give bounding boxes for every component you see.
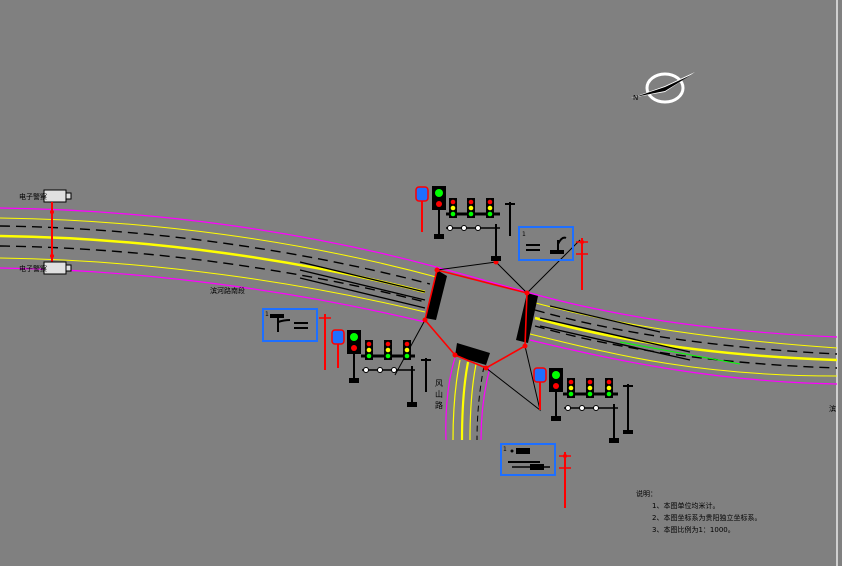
- sign-pole-se: [559, 452, 571, 508]
- yellow-edge-nw: [0, 217, 441, 279]
- camera-label-north: 电子警察: [19, 193, 47, 201]
- camera-south: [43, 254, 72, 275]
- crosswalk-east: [516, 293, 538, 343]
- node: [452, 352, 458, 358]
- guide-line-6: [549, 305, 661, 333]
- yellow-edge-se: [529, 333, 838, 377]
- node: [434, 267, 440, 273]
- lane-sign-frame-west: [262, 308, 318, 342]
- guide-line-4: [539, 317, 691, 353]
- cross-road-center: [460, 361, 470, 441]
- cross-road-edge-east: [480, 367, 491, 441]
- svg-text:1: 1: [503, 446, 507, 453]
- traffic-light-icon: [567, 378, 575, 398]
- center-line-east: [534, 316, 838, 362]
- lane-sign-frame-east: [518, 226, 574, 261]
- cross-road: [445, 357, 491, 441]
- camera-north: [43, 189, 72, 262]
- cross-road-edge-west: [445, 357, 456, 441]
- guide-line-3: [299, 277, 426, 309]
- main-road: [0, 207, 838, 385]
- svg-text:N: N: [633, 94, 638, 102]
- road-edge-north: [0, 207, 838, 338]
- lane-sign-west: 1: [265, 311, 308, 332]
- traffic-light-icon: [384, 340, 392, 360]
- node: [483, 365, 489, 371]
- lane-line-w2: [0, 245, 426, 303]
- notes-title: 说明：: [636, 490, 657, 498]
- traffic-light-icon: [486, 198, 494, 218]
- traffic-light-icon: [365, 340, 373, 360]
- node: [524, 290, 530, 296]
- lane-line-e1: [534, 309, 838, 355]
- traffic-light-icon: [403, 340, 411, 360]
- signal-group-south: [533, 367, 633, 443]
- north-arrow-icon: N: [631, 72, 695, 104]
- cross-road-yellow-2: [469, 363, 477, 441]
- sign-pole-ne: [576, 238, 588, 290]
- svg-text:1: 1: [265, 311, 269, 318]
- green-line: [619, 341, 741, 365]
- traffic-light-icon: [605, 378, 613, 398]
- crosswalk-west: [425, 270, 447, 320]
- sign-plate: [415, 186, 429, 202]
- main-road-label: 滨河路南段: [210, 287, 245, 295]
- yellow-edge-ne: [531, 301, 838, 349]
- notes-item: 2、本图坐标系为贵阳独立坐标系。: [652, 514, 762, 522]
- right-edge-road-label: 滨: [829, 405, 836, 413]
- yellow-edge-sw: [0, 257, 426, 313]
- notes-item: 1、本图单位均米计。: [652, 502, 720, 510]
- cross-road-label: 风山路: [435, 379, 443, 410]
- traffic-light-icon: [586, 378, 594, 398]
- signal-group-north: [415, 186, 515, 261]
- guide-line-5: [539, 325, 691, 361]
- notes-block: 说明： 1、本图单位均米计。 2、本图坐标系为贵阳独立坐标系。 3、本图比例为1…: [636, 488, 761, 536]
- camera-label-south: 电子警察: [19, 265, 47, 273]
- node: [522, 343, 528, 349]
- lane-sign-south: 1: [503, 446, 550, 470]
- lane-sign-east: 1: [522, 231, 567, 254]
- traffic-light-icon: [449, 198, 457, 218]
- lane-line-w1: [0, 225, 431, 285]
- cable-south: [485, 345, 541, 412]
- crosswalk-south: [455, 343, 490, 365]
- signal-group-west: [319, 314, 431, 407]
- guide-line-2: [299, 269, 426, 301]
- road-edge-south-east: [529, 339, 838, 385]
- lane-sign-frame-south: [500, 443, 556, 476]
- node: [422, 317, 428, 323]
- lane-line-e2: [534, 325, 838, 369]
- intersection-outline: [394, 239, 581, 412]
- traffic-light-icon: [467, 198, 475, 218]
- guide-line-1: [299, 261, 426, 293]
- cross-road-yellow-1: [452, 359, 461, 441]
- cable-east: [526, 239, 581, 294]
- notes-item: 3、本图比例为1：1000。: [652, 526, 735, 534]
- svg-text:1: 1: [522, 231, 526, 238]
